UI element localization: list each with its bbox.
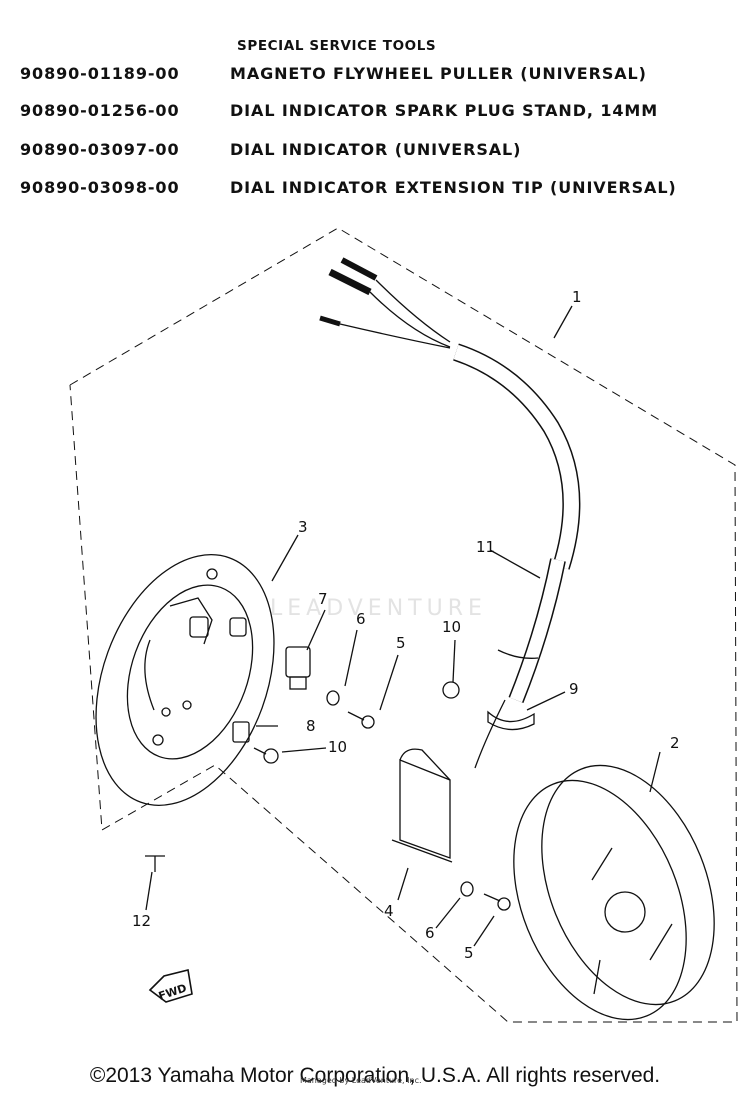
screw [145, 855, 165, 872]
callout-9: 9 [569, 680, 579, 698]
leader-line [379, 654, 399, 711]
wire-clamp [487, 710, 535, 731]
tool-row: 90890-01189-00 MAGNETO FLYWHEEL PULLER (U… [20, 64, 647, 83]
callout-10: 10 [328, 738, 347, 756]
leader-line [344, 629, 358, 687]
callout-5: 5 [464, 944, 474, 962]
leader-line [281, 747, 327, 753]
copyright-notice: ©2013 Yamaha Motor Corporation, U.S.A. A… [89, 1064, 661, 1087]
callout-6: 6 [356, 610, 366, 628]
tool-part-number: 90890-01256-00 [20, 101, 180, 120]
leader-line [145, 871, 153, 911]
watermark: LEADVENTURE [270, 596, 487, 621]
tool-description: DIAL INDICATOR EXTENSION TIP (UNIVERSAL) [230, 178, 677, 197]
washer [460, 881, 474, 897]
callout-5: 5 [396, 634, 406, 652]
tool-description: DIAL INDICATOR (UNIVERSAL) [230, 140, 522, 159]
fwd-arrow [148, 969, 193, 1003]
callout-11: 11 [476, 538, 495, 556]
screw [347, 711, 375, 729]
credit-note: Managed by LeadVenture, Inc. [300, 1076, 422, 1085]
screw [442, 681, 460, 699]
tool-row: 90890-03097-00 DIAL INDICATOR (UNIVERSAL) [20, 140, 521, 159]
tool-part-number: 90890-03097-00 [20, 140, 180, 159]
washer [326, 690, 340, 706]
callout-12: 12 [132, 912, 151, 930]
screw [483, 893, 511, 911]
callout-6: 6 [425, 924, 435, 942]
tool-part-number: 90890-03098-00 [20, 178, 180, 197]
callout-1: 1 [572, 288, 582, 306]
tool-part-number: 90890-01189-00 [20, 64, 180, 83]
leader-line [271, 534, 299, 582]
stator-base-plate [95, 554, 275, 806]
leader-line [553, 305, 573, 339]
tool-description: DIAL INDICATOR SPARK PLUG STAND, 14MM [230, 101, 659, 120]
leader-line [526, 691, 566, 711]
flywheel-rotor [513, 764, 715, 1021]
source-coil [391, 748, 453, 863]
exploded-parts-diagram: 1 2 3 4 5 5 6 6 7 8 9 10 10 11 12 FWD [69, 227, 738, 1023]
callout-8: 8 [306, 717, 316, 735]
leader-line [452, 639, 456, 683]
leader-line [489, 549, 541, 579]
wire-harness [319, 257, 581, 769]
callout-3: 3 [298, 518, 308, 536]
tool-row: 90890-01256-00 DIAL INDICATOR SPARK PLUG … [20, 101, 658, 120]
callout-2: 2 [670, 734, 680, 752]
callout-4: 4 [384, 902, 394, 920]
leader-line [306, 609, 326, 651]
pickup-coil [285, 646, 311, 690]
screw [253, 747, 279, 764]
callout-7: 7 [318, 590, 328, 608]
callout-10: 10 [442, 618, 461, 636]
lead-clamp [232, 721, 250, 743]
tool-description: MAGNETO FLYWHEEL PULLER (UNIVERSAL) [230, 64, 647, 83]
tools-heading: SPECIAL SERVICE TOOLS [237, 38, 437, 54]
tool-row: 90890-03098-00 DIAL INDICATOR EXTENSION T… [20, 178, 677, 197]
leader-line [473, 915, 495, 947]
leader-line [397, 867, 409, 901]
leader-line [649, 751, 661, 793]
leader-line [435, 897, 461, 929]
assembly-boundary [69, 227, 738, 1023]
